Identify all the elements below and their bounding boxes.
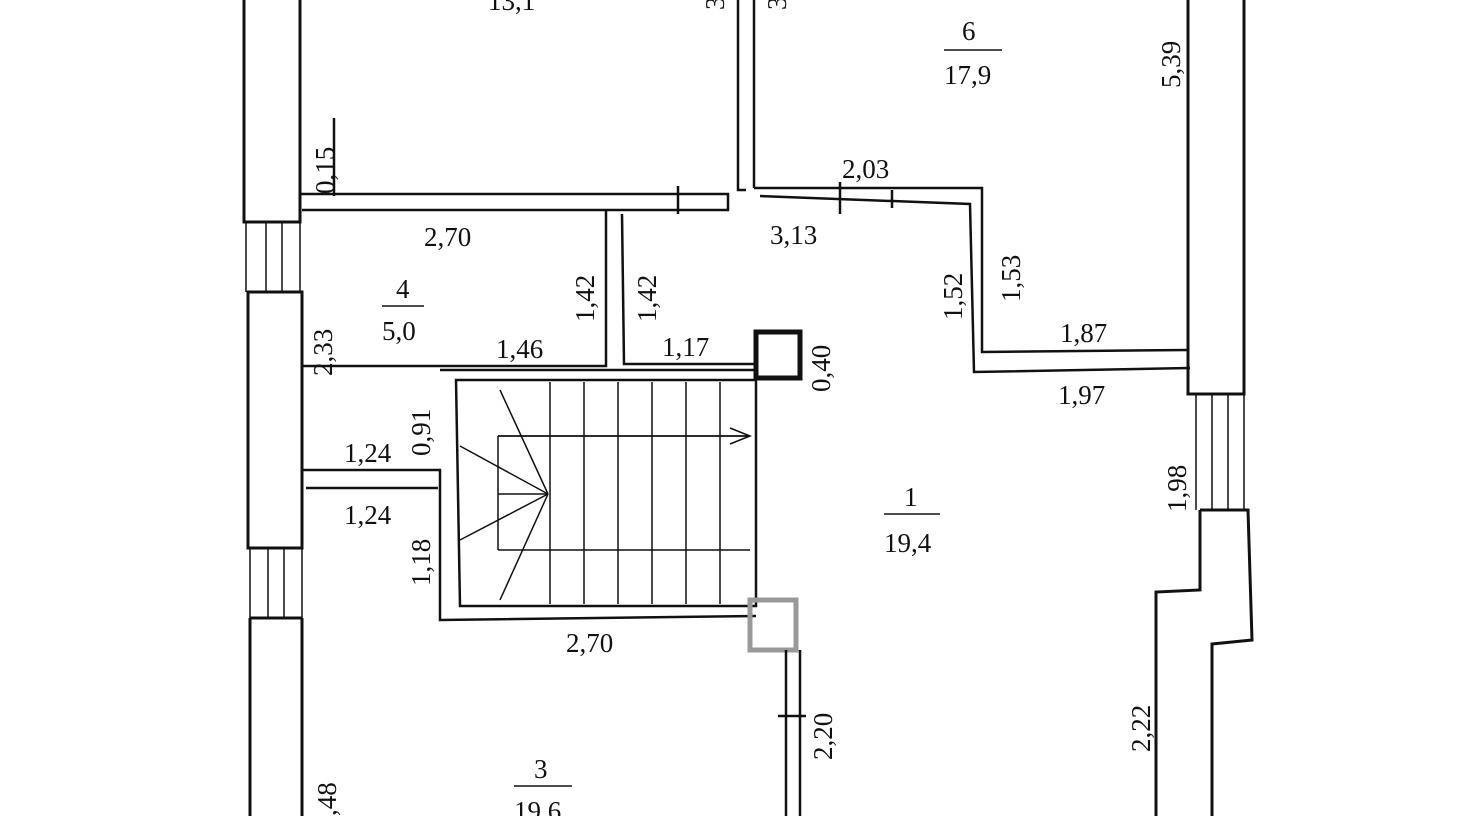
room-label-1: 1 19,4 [884, 482, 940, 558]
dim-label: 2,03 [842, 154, 889, 184]
column-2 [747, 597, 799, 653]
dim-label: 2,70 [566, 628, 613, 658]
dim-label: 1,97 [1058, 380, 1105, 410]
room-area: 19,6 [514, 796, 561, 816]
dim-label: 1,46 [496, 334, 543, 364]
wall-left-1 [242, 0, 302, 224]
interior-walls [300, 0, 1191, 622]
dim-label: 5,39 [1156, 41, 1186, 88]
wall-left-2 [246, 290, 304, 550]
room-area: 5,0 [382, 316, 416, 346]
wall-right-2 [1154, 508, 1254, 816]
room-area: 13,1 [488, 0, 535, 16]
wall-segment-room1 [778, 650, 806, 816]
wall-right-1 [1186, 0, 1246, 396]
dim-label: 0,91 [406, 409, 436, 456]
dim-label: 1,42 [570, 275, 600, 322]
dim-label: 3, [762, 0, 792, 10]
outer-walls [242, 0, 1254, 816]
dim-label: 1,53 [996, 255, 1026, 302]
dim-label: 2,70 [424, 222, 471, 252]
window-left-1 [245, 222, 301, 292]
room-label-3: 3 19,6 [514, 754, 572, 816]
dimension-labels: 0,15 2,70 3,13 2,03 1,53 1,52 1,87 1,97 … [308, 0, 1192, 816]
dim-label: 3, [700, 0, 730, 10]
dim-label: 0,40 [806, 345, 836, 392]
window-right [1195, 394, 1245, 510]
room-area: 19,4 [884, 528, 932, 558]
room-label-4: 4 5,0 [382, 274, 424, 346]
staircase [459, 382, 753, 604]
dim-label: 1,42 [632, 275, 662, 322]
wall-left-3 [248, 616, 304, 816]
dim-label: 0,15 [310, 147, 340, 194]
column-1 [753, 329, 803, 381]
dim-label: ,48 [312, 782, 342, 816]
dim-label: 1,17 [662, 332, 709, 362]
dim-label: 1,18 [406, 539, 436, 586]
room-area: 17,9 [944, 60, 991, 90]
room-number: 6 [962, 16, 976, 46]
dim-label: 2,33 [308, 329, 338, 376]
room-label-6: 6 17,9 [944, 16, 1002, 90]
room-labels: 13,1 6 17,9 4 5,0 1 19,4 3 19,6 [382, 0, 1002, 816]
room-number: 1 [904, 482, 918, 512]
dim-label: 3,13 [770, 220, 817, 250]
dim-label: 1,24 [344, 500, 392, 530]
dim-label: 2,22 [1126, 705, 1156, 752]
room-number: 4 [396, 274, 410, 304]
dim-label: 1,98 [1162, 465, 1192, 512]
room-label-top-left: 13,1 [488, 0, 535, 16]
room-number: 3 [534, 754, 548, 784]
dim-label: 1,52 [938, 273, 968, 320]
dim-label: 1,24 [344, 438, 392, 468]
window-left-2 [249, 548, 303, 618]
dim-label: 1,87 [1060, 318, 1107, 348]
dim-label: 2,20 [808, 713, 838, 760]
